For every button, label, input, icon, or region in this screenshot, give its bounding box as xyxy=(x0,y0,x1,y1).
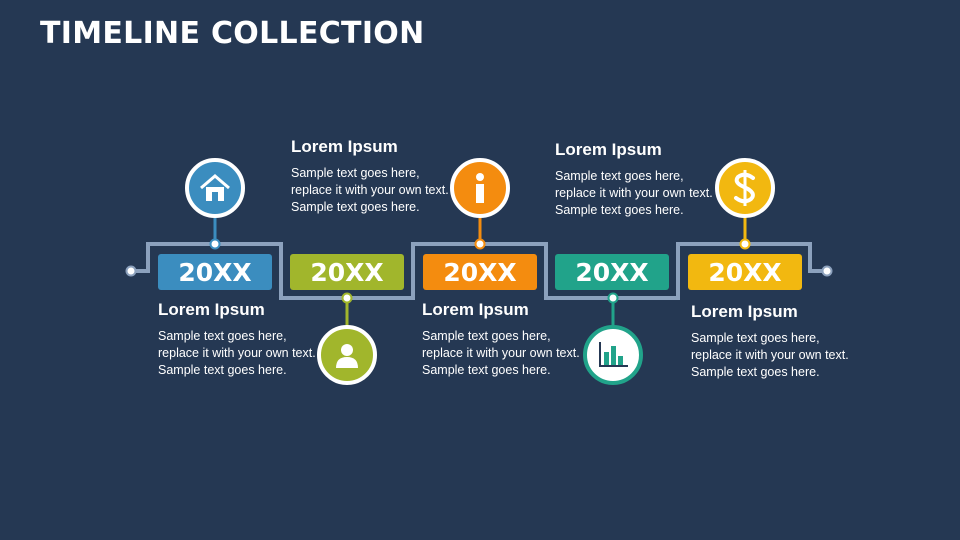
info-icon xyxy=(450,158,510,218)
year-box-2: 20XX xyxy=(290,254,404,290)
milestone-heading-4: Lorem Ipsum xyxy=(555,140,662,159)
milestone-heading-2: Lorem Ipsum xyxy=(291,137,398,156)
milestone-heading-1: Lorem Ipsum xyxy=(158,300,265,319)
year-box-4: 20XX xyxy=(555,254,669,290)
year-box-5: 20XX xyxy=(688,254,802,290)
milestone-heading-5: Lorem Ipsum xyxy=(691,302,798,321)
home-icon xyxy=(185,158,245,218)
slide-title: TIMELINE COLLECTION xyxy=(40,16,425,51)
milestone-text-2: Lorem Ipsum Sample text goes here, repla… xyxy=(291,137,451,216)
bar-chart-icon xyxy=(583,325,643,385)
milestone-body-4: Sample text goes here, replace it with y… xyxy=(555,169,713,217)
milestone-text-4: Lorem Ipsum Sample text goes here, repla… xyxy=(555,140,715,219)
milestone-body-1: Sample text goes here, replace it with y… xyxy=(158,329,316,377)
milestone-text-1: Lorem Ipsum Sample text goes here, repla… xyxy=(158,300,318,379)
year-box-3: 20XX xyxy=(423,254,537,290)
milestone-body-3: Sample text goes here, replace it with y… xyxy=(422,329,580,377)
dollar-icon xyxy=(715,158,775,218)
milestone-text-5: Lorem Ipsum Sample text goes here, repla… xyxy=(691,302,851,381)
user-icon xyxy=(317,325,377,385)
milestone-body-5: Sample text goes here, replace it with y… xyxy=(691,331,849,379)
milestone-heading-3: Lorem Ipsum xyxy=(422,300,529,319)
year-box-1: 20XX xyxy=(158,254,272,290)
milestone-text-3: Lorem Ipsum Sample text goes here, repla… xyxy=(422,300,582,379)
milestone-body-2: Sample text goes here, replace it with y… xyxy=(291,166,449,214)
